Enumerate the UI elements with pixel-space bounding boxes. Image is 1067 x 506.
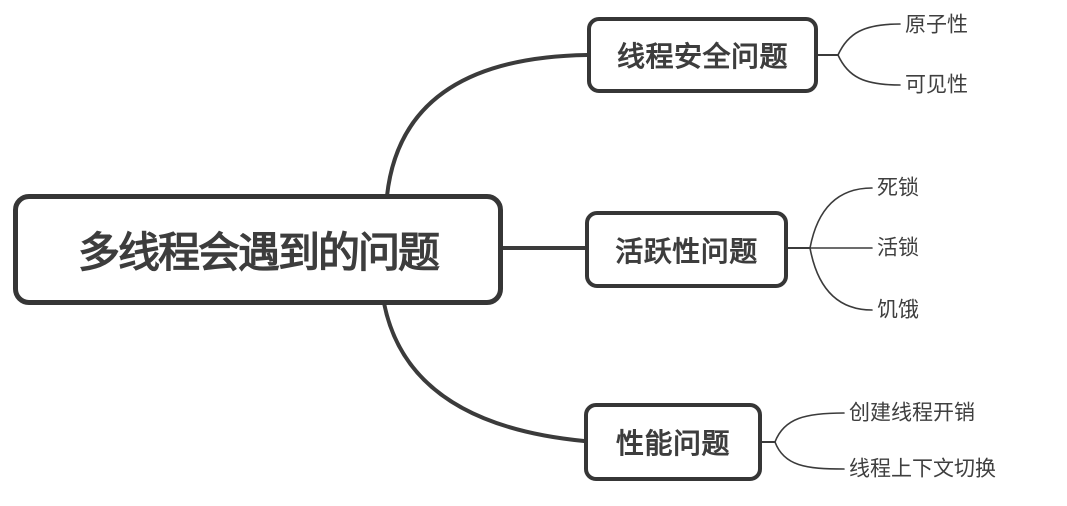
branch-node-performance[interactable]: 性能问题 — [584, 403, 762, 481]
leaf-node-atomicity[interactable]: 原子性 — [905, 13, 968, 37]
connector-liveness-to-deadlock — [809, 187, 873, 249]
leaf-node-livelock[interactable]: 活锁 — [877, 236, 919, 260]
leaf-node-thread-context-switch[interactable]: 线程上下文切换 — [849, 457, 996, 481]
branch-node-liveness[interactable]: 活跃性问题 — [585, 211, 788, 288]
branch-node-label: 线程安全问题 — [616, 41, 788, 72]
connector-performance-to-creation-overhead — [774, 412, 845, 443]
connector-performance-to-context-switch — [774, 441, 845, 470]
branch-node-thread-safety[interactable]: 线程安全问题 — [587, 17, 818, 93]
branch-node-label: 性能问题 — [615, 428, 730, 459]
branch-node-label: 活跃性问题 — [615, 235, 758, 267]
root-node[interactable]: 多线程会遇到的问题 — [13, 194, 503, 305]
leaf-node-starvation[interactable]: 饥饿 — [877, 298, 919, 322]
connector-root-to-thread-safety — [385, 53, 589, 198]
connector-liveness-to-starvation — [809, 247, 873, 311]
connector-root-to-performance — [382, 301, 586, 443]
connector-thread-safety-to-atomicity — [837, 23, 901, 56]
leaf-node-thread-creation-overhead[interactable]: 创建线程开销 — [849, 401, 975, 425]
connector-thread-safety-to-visibility — [837, 54, 901, 86]
leaf-node-visibility[interactable]: 可见性 — [905, 73, 968, 97]
leaf-node-deadlock[interactable]: 死锁 — [877, 176, 919, 200]
root-node-label: 多线程会遇到的问题 — [77, 229, 440, 276]
